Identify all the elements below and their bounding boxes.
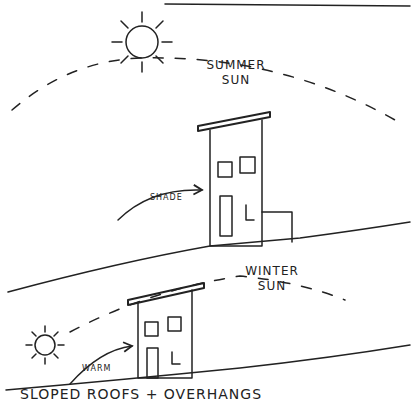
sketch-label: WARM (82, 364, 132, 374)
winter-sun (26, 326, 64, 364)
frame-line (165, 4, 410, 6)
caption: SLOPED ROOFS + OVERHANGS (20, 386, 262, 404)
summer-sun (112, 12, 172, 72)
upper-house (198, 112, 292, 246)
lower-house (128, 283, 204, 378)
summer-sun-path (12, 58, 395, 120)
winter-sun-path (70, 276, 345, 332)
sketch-label: SUMMER SUN (196, 58, 276, 88)
sketch-label: SHADE (150, 193, 210, 203)
upper-ground (8, 222, 410, 292)
lower-ground (6, 345, 410, 390)
sketch-label: WINTER SUN (230, 264, 314, 294)
warm-arrow (70, 346, 132, 384)
